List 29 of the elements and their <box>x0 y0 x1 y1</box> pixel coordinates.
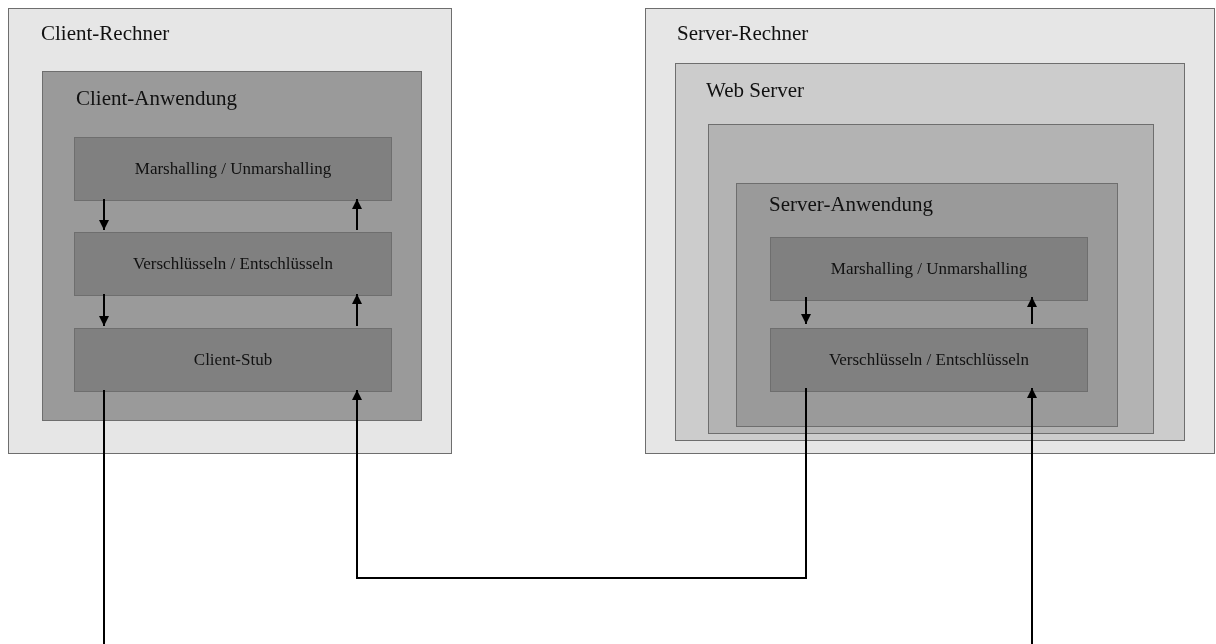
box-title: Web Server <box>706 78 805 103</box>
box-title: Client-Anwendung <box>76 86 237 111</box>
arrow <box>352 293 362 327</box>
container-box <box>8 8 452 454</box>
container-box <box>736 183 1118 427</box>
container-box <box>708 124 1154 434</box>
process-box <box>770 237 1088 301</box>
process-box <box>74 137 392 201</box>
container-box <box>42 71 422 421</box>
arrow <box>99 198 109 231</box>
process-box <box>74 328 392 392</box>
box-title: Server-Anwendung <box>769 192 934 217</box>
box-label: Verschlüsseln / Entschlüsseln <box>131 254 335 274</box>
box-label: Client-Stub <box>192 350 274 370</box>
arrow <box>352 198 362 231</box>
container-box <box>675 63 1185 441</box>
arrow <box>99 293 109 327</box>
container-box <box>645 8 1215 454</box>
arrow <box>1027 296 1037 325</box>
box-label: Marshalling / Unmarshalling <box>133 159 333 179</box>
box-title: Client-Rechner <box>41 21 170 46</box>
process-box <box>74 232 392 296</box>
box-label: Verschlüsseln / Entschlüsseln <box>827 350 1031 370</box>
arrow <box>352 387 807 579</box>
arrow <box>801 296 811 325</box>
box-label: Marshalling / Unmarshalling <box>829 259 1029 279</box>
box-title: Server-Rechner <box>677 21 809 46</box>
arrow <box>1027 387 1037 644</box>
process-box <box>770 328 1088 392</box>
